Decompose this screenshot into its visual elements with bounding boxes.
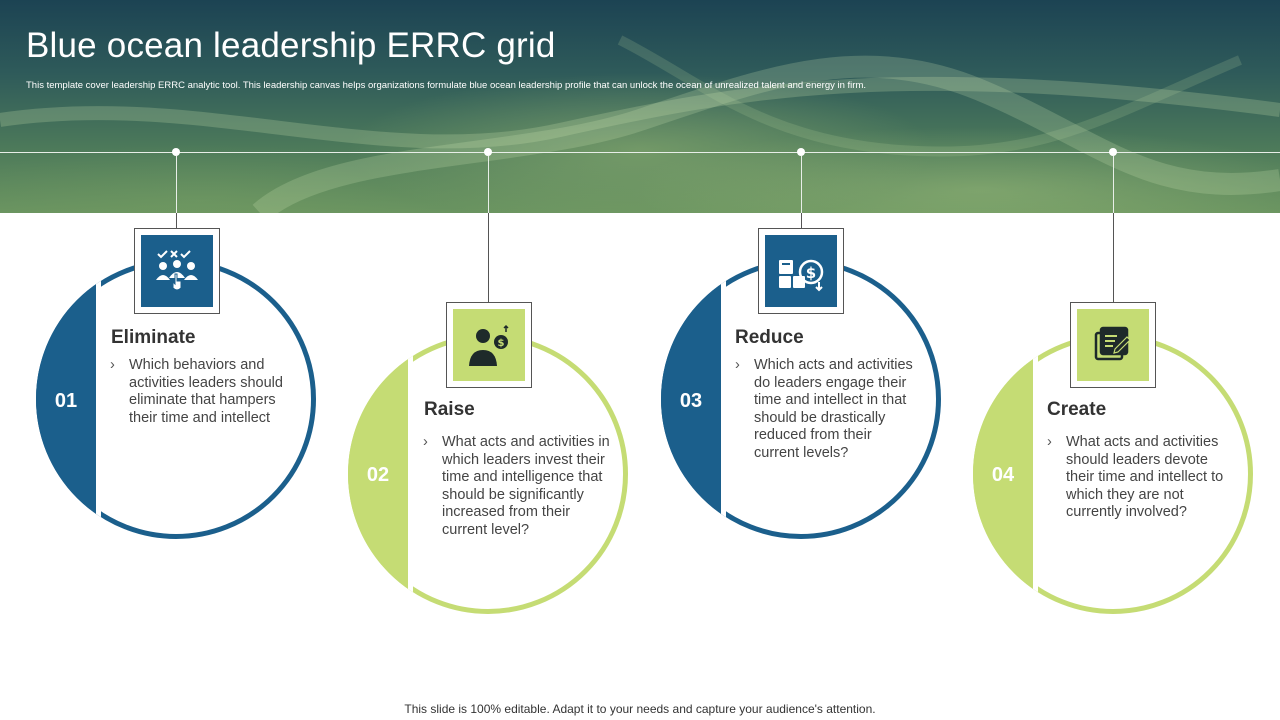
timeline-dot-2 [484, 148, 492, 156]
timeline-dot-1 [172, 148, 180, 156]
card-number: 01 [36, 390, 96, 413]
connector-4 [1113, 213, 1114, 303]
page-title: Blue ocean leadership ERRC grid [26, 26, 556, 66]
card-heading: Raise [424, 399, 475, 421]
header-banner: Blue ocean leadership ERRC grid This tem… [0, 0, 1280, 213]
card-number: 03 [661, 390, 721, 413]
card-heading: Eliminate [111, 327, 195, 349]
bullet-marker: › [423, 434, 428, 452]
connector-4-top [1113, 156, 1114, 213]
card-number: 04 [973, 464, 1033, 487]
card-text: › Which acts and activities do leaders e… [735, 357, 920, 463]
connector-3-top [801, 156, 802, 213]
bullet-marker: › [1047, 434, 1052, 452]
svg-text:$: $ [498, 338, 505, 349]
connector-2-top [488, 156, 489, 213]
cost-reduction-icon: $ [777, 248, 825, 294]
icon-frame: $ [758, 228, 844, 314]
icon-frame [134, 228, 220, 314]
card-number: 02 [348, 464, 408, 487]
connector-3 [801, 213, 802, 229]
card-text: › Which behaviors and activities leaders… [110, 357, 300, 427]
connector-1 [176, 213, 177, 229]
timeline-dot-3 [797, 148, 805, 156]
card-heading: Create [1047, 399, 1106, 421]
bullet-marker: › [735, 357, 740, 375]
card-description: Which acts and activities do leaders eng… [754, 357, 913, 461]
person-money-icon: $ [466, 322, 512, 368]
edit-document-icon [1091, 323, 1135, 367]
page-subtitle: This template cover leadership ERRC anal… [26, 80, 866, 91]
card-description: Which behaviors and activities leaders s… [129, 357, 283, 426]
timeline-dot-4 [1109, 148, 1117, 156]
card-text: › What acts and activities should leader… [1047, 434, 1232, 522]
card-description: What acts and activities in which leader… [442, 434, 610, 538]
card-text: › What acts and activities in which lead… [423, 434, 613, 540]
connector-1-top [176, 156, 177, 213]
bullet-marker: › [110, 357, 115, 375]
timeline-line [0, 152, 1280, 153]
svg-text:$: $ [806, 264, 816, 282]
card-heading: Reduce [735, 327, 804, 349]
footer-note: This slide is 100% editable. Adapt it to… [0, 702, 1280, 716]
card-description: What acts and activities should leaders … [1066, 434, 1223, 520]
team-vote-icon [154, 248, 200, 294]
icon-frame: $ [446, 302, 532, 388]
icon-frame [1070, 302, 1156, 388]
connector-2 [488, 213, 489, 303]
